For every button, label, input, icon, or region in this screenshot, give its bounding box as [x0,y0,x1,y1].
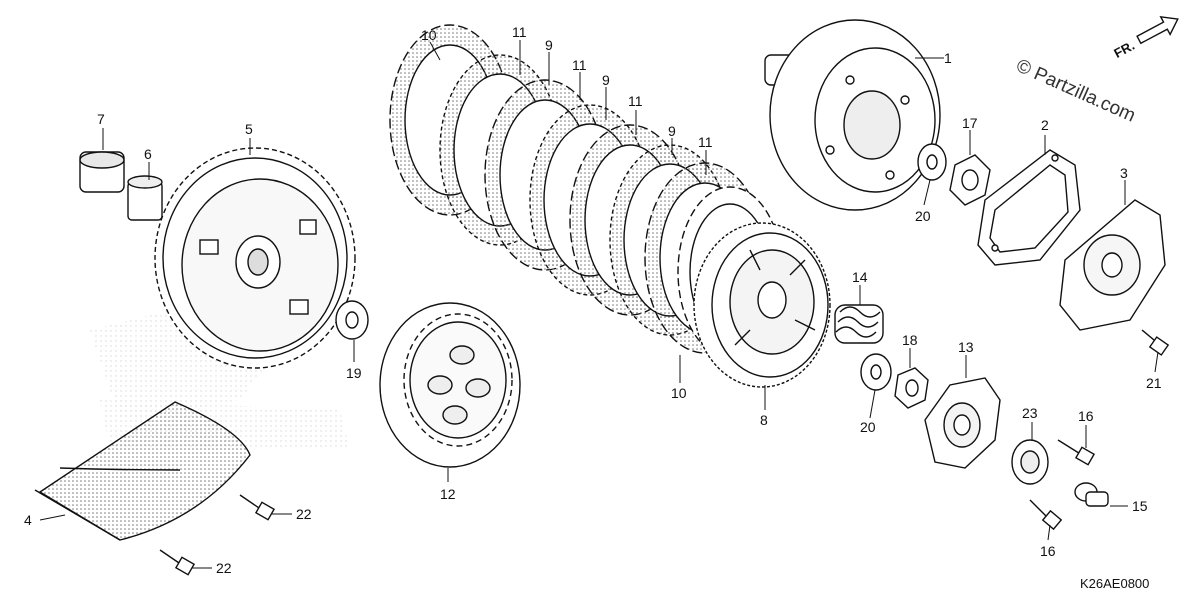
leader-lines [39,40,1159,569]
callout-20-b: 20 [860,419,876,435]
direction-label: FR. [1111,38,1137,61]
part-6-collar[interactable] [127,175,163,221]
part-14-spring[interactable] [834,304,884,344]
part-22-bolt-lower[interactable] [159,549,196,576]
callout-11-a: 11 [512,24,527,40]
part-7-bearing[interactable] [79,151,125,193]
part-20-washer-lower[interactable] [860,353,892,391]
copyright-text: © Partzilla.com [1013,55,1139,126]
callout-20-a: 20 [915,208,931,224]
callout-19: 19 [346,365,362,381]
callout-6: 6 [144,146,152,162]
part-3-cover[interactable] [1059,199,1166,331]
callout-8: 8 [760,412,768,428]
part-16-bolt-upper[interactable] [1057,439,1096,466]
callout-9-a: 9 [545,37,553,53]
part-22-bolt-upper[interactable] [239,494,276,521]
callout-11-c: 11 [628,93,643,109]
callout-18: 18 [902,332,918,348]
drawing-code: K26AE0800 [1080,576,1149,591]
callout-21: 21 [1146,375,1162,391]
callout-9-c: 9 [668,123,676,139]
callout-4: 4 [24,512,32,528]
callout-12: 12 [440,486,456,502]
part-20-washer-upper[interactable] [917,143,947,181]
part-5-clutch-outer[interactable] [154,147,356,369]
callout-11-d: 11 [698,134,713,150]
part-1-primary-drive[interactable] [764,19,941,211]
callout-11-b: 11 [572,57,587,73]
part-12-pressure-plate[interactable] [379,302,521,468]
part-8-clutch-center[interactable] [693,222,831,388]
part-15-pin[interactable] [1074,482,1109,507]
callout-labels: 1 2 3 4 5 6 7 8 9 9 9 10 10 11 11 11 11 … [24,24,1162,576]
callout-2: 2 [1041,117,1049,133]
callout-16-b: 16 [1040,543,1056,559]
callout-10-b: 10 [671,385,687,401]
callout-9-b: 9 [602,72,610,88]
part-4-cover-plate[interactable] [34,401,251,541]
front-direction-arrow: FR. [1111,15,1179,61]
callout-22-b: 22 [216,560,232,576]
part-16-bolt-lower[interactable] [1029,499,1063,531]
callout-3: 3 [1120,165,1128,181]
part-17-lock-washer[interactable] [949,154,991,206]
callout-10-a: 10 [421,27,437,43]
part-18-lock-washer[interactable] [894,367,929,409]
callout-7: 7 [97,111,105,127]
callout-15: 15 [1132,498,1148,514]
callout-16-a: 16 [1078,408,1094,424]
callout-14: 14 [852,269,868,285]
part-13-lifter-plate[interactable] [924,377,1001,469]
part-19-washer[interactable] [335,300,369,340]
part-2-gasket[interactable] [977,149,1081,266]
callout-23: 23 [1022,405,1038,421]
callout-22-a: 22 [296,506,312,522]
callout-5: 5 [245,121,253,137]
callout-17: 17 [962,115,978,131]
part-21-bolt[interactable] [1141,329,1170,356]
callout-1: 1 [944,50,952,66]
part-23-bearing[interactable] [1011,439,1049,485]
callout-13: 13 [958,339,974,355]
